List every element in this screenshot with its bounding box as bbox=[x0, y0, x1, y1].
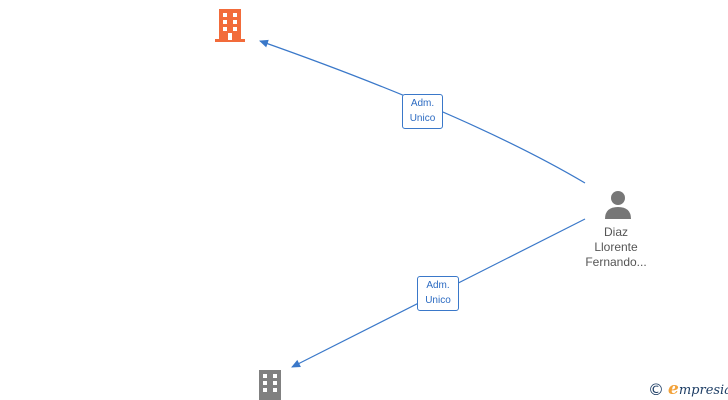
person-name[interactable]: Diaz Llorente Fernando... bbox=[571, 225, 661, 270]
company-node-top[interactable] bbox=[213, 7, 247, 43]
edge-label-top-line-2: Unico bbox=[409, 113, 436, 124]
edge-label-bottom-line-1: Adm. bbox=[426, 280, 450, 291]
empresia-watermark: © empresia bbox=[648, 378, 728, 400]
person-name-line-1: Diaz bbox=[603, 225, 628, 239]
brand-logo: empresia bbox=[668, 379, 728, 399]
building-icon bbox=[259, 370, 281, 400]
person-name-line-3: Fernando... bbox=[585, 255, 647, 269]
person-node[interactable] bbox=[602, 189, 634, 221]
company-node-bottom[interactable] bbox=[255, 368, 285, 400]
copyright-icon: © bbox=[648, 379, 664, 399]
building-icon bbox=[215, 9, 245, 42]
brand-initial: e bbox=[668, 379, 679, 399]
edge-label-bottom[interactable]: Adm. Unico bbox=[417, 276, 459, 311]
brand-rest: mpresia bbox=[678, 383, 728, 398]
person-name-line-2: Llorente bbox=[594, 240, 638, 254]
edge-label-bottom-line-2: Unico bbox=[425, 295, 451, 306]
edge-label-top[interactable]: Adm. Unico bbox=[402, 94, 443, 129]
edge-person-to-company-top bbox=[259, 39, 586, 184]
edge-label-top-line-1: Adm. bbox=[410, 98, 435, 109]
person-icon bbox=[605, 191, 631, 219]
